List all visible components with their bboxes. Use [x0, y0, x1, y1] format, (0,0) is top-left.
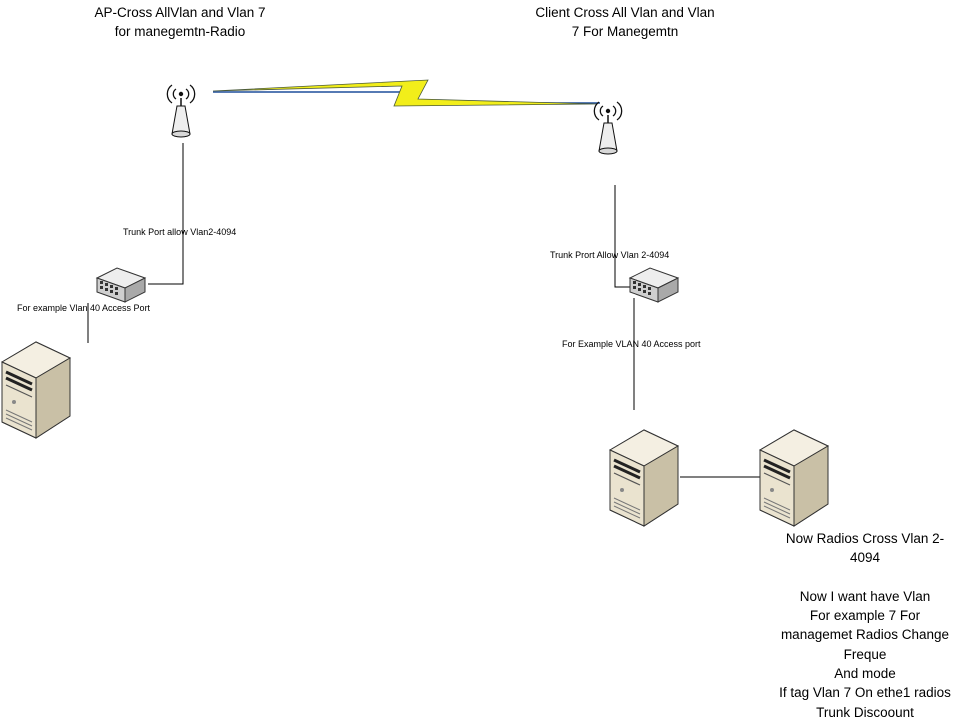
client-title: Client Cross All Vlan and Vlan 7 For Man… — [505, 3, 745, 41]
right-cabling — [614, 185, 760, 478]
right-server-a-icon — [608, 428, 680, 528]
note-line: Freque — [843, 646, 887, 662]
ap-title-line2: for manegemtn-Radio — [114, 24, 246, 39]
note-line: Now I want have Vlan — [799, 588, 931, 604]
note-line: managemet Radios Change — [780, 627, 950, 643]
note-line: 4094 — [849, 550, 881, 566]
note-line: If tag Vlan 7 On ethe1 radios — [779, 685, 951, 701]
ap-title-line1: AP-Cross AllVlan and Vlan 7 — [94, 5, 266, 20]
lightning-bolt-icon — [212, 79, 597, 107]
note-line: Trunk Discoount — [816, 704, 914, 720]
right-switch-icon — [629, 267, 679, 303]
left-trunk-label: Trunk Port allow Vlan2-4094 — [123, 227, 237, 237]
left-cabling — [87, 143, 184, 343]
note-line: Now Radios Cross Vlan 2- — [785, 531, 945, 546]
right-radio-antenna-icon — [593, 101, 623, 155]
left-access-label: For example Vlan 40 Access Port — [17, 303, 151, 313]
client-title-line2: 7 For Manegemtn — [571, 24, 679, 39]
note-line — [768, 568, 962, 587]
note-line: And mode — [834, 666, 896, 682]
right-access-label: For Example VLAN 40 Access port — [562, 339, 701, 349]
client-title-line1: Client Cross All Vlan and Vlan — [535, 5, 715, 20]
left-switch-icon — [96, 267, 146, 303]
right-server-b-icon — [758, 428, 830, 528]
right-trunk-label: Trunk Prort Allow Vlan 2-4094 — [550, 250, 670, 260]
left-server-icon — [0, 340, 72, 440]
ap-title: AP-Cross AllVlan and Vlan 7 for manegemt… — [60, 3, 300, 41]
left-radio-antenna-icon — [166, 84, 196, 138]
wireless-link — [212, 79, 600, 107]
note-text: Now Radios Cross Vlan 2- 4094 Now I want… — [768, 529, 962, 722]
note-line: For example 7 For — [809, 608, 921, 624]
